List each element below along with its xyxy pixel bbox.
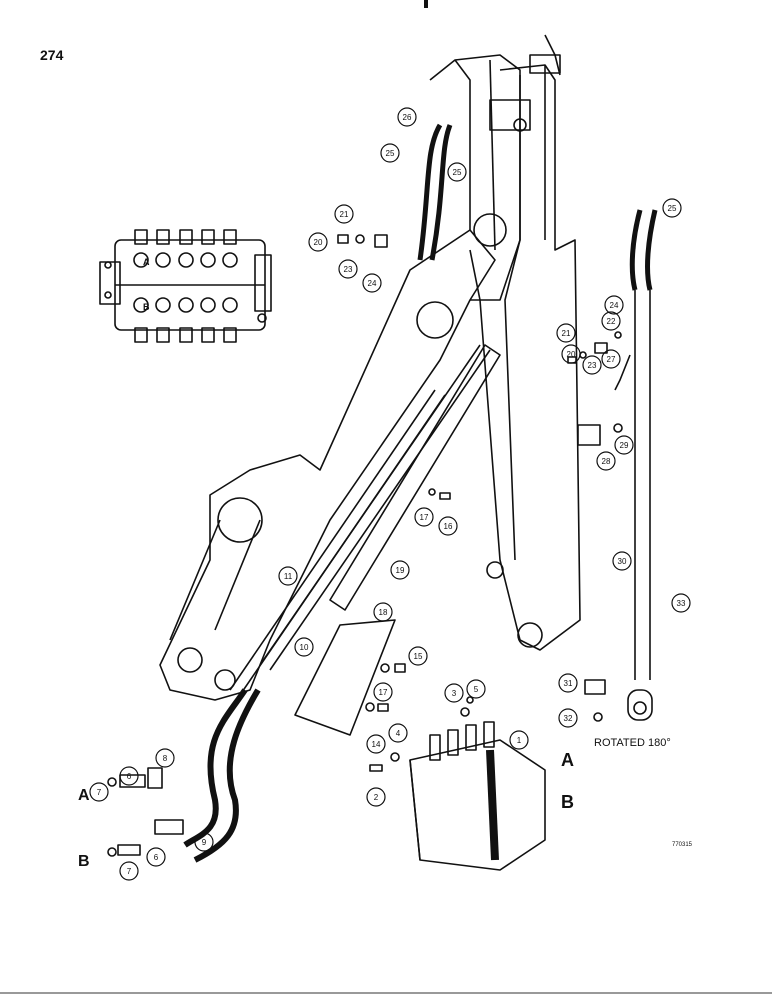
callout-19: 19 <box>396 566 405 575</box>
inset-label-b: B <box>143 302 150 312</box>
callout-numbers: 1 2 3 4 5 6 6 7 7 8 9 10 11 14 15 16 17 … <box>97 113 686 876</box>
callout-23b: 23 <box>588 361 597 370</box>
inset-label-a: A <box>143 257 150 267</box>
control-valve-main <box>409 721 546 871</box>
callout-31: 31 <box>564 679 573 688</box>
callout-6b: 6 <box>154 853 159 862</box>
callout-5: 5 <box>474 685 479 694</box>
callout-29: 29 <box>620 441 629 450</box>
left-label-a: A <box>78 787 90 804</box>
control-valve-inset <box>99 229 272 343</box>
callout-bubbles <box>89 107 691 881</box>
callout-30: 30 <box>618 557 627 566</box>
callout-21b: 21 <box>562 329 571 338</box>
callout-23a: 23 <box>344 265 353 274</box>
callout-18: 18 <box>379 608 388 617</box>
callout-25a: 25 <box>386 149 395 158</box>
callout-21a: 21 <box>340 210 349 219</box>
callout-14: 14 <box>372 740 381 749</box>
callout-28: 28 <box>602 457 611 466</box>
callout-2: 2 <box>374 793 379 802</box>
callout-27: 27 <box>607 355 616 364</box>
left-fittings <box>107 767 184 857</box>
callout-11: 11 <box>284 572 293 581</box>
boom-tubes <box>229 344 491 696</box>
boom-assembly <box>159 54 521 701</box>
callout-3: 3 <box>452 689 457 698</box>
callout-15: 15 <box>414 652 423 661</box>
port-letters: A B A B A B <box>78 257 574 870</box>
callout-8: 8 <box>163 754 168 763</box>
callout-26: 26 <box>403 113 412 122</box>
callout-17b: 17 <box>379 688 388 697</box>
callout-22: 22 <box>607 317 616 326</box>
callout-1: 1 <box>517 736 522 745</box>
callout-24a: 24 <box>368 279 377 288</box>
dipper-stick <box>469 34 581 651</box>
callout-9: 9 <box>202 838 207 847</box>
lower-hoses <box>183 688 261 863</box>
callout-25b: 25 <box>453 168 462 177</box>
callout-24b: 24 <box>610 301 619 310</box>
callout-17a: 17 <box>420 513 429 522</box>
top-mark <box>424 0 428 8</box>
valve-port-a: A <box>561 750 574 770</box>
tube-guards <box>294 344 501 736</box>
rotated-note: ROTATED 180° <box>594 737 671 749</box>
figure-code: 770315 <box>672 842 693 848</box>
callout-6a: 6 <box>127 772 132 781</box>
callout-10: 10 <box>300 643 309 652</box>
callout-33: 33 <box>677 599 686 608</box>
callout-7b: 7 <box>127 867 132 876</box>
callout-25c: 25 <box>668 204 677 213</box>
callout-20b: 20 <box>567 350 576 359</box>
valve-port-b: B <box>561 792 574 812</box>
page-number: 274 <box>40 47 64 63</box>
callout-20a: 20 <box>314 238 323 247</box>
callout-16: 16 <box>444 522 453 531</box>
left-label-b: B <box>78 853 90 870</box>
upper-hoses <box>417 123 453 261</box>
callout-32: 32 <box>564 714 573 723</box>
callout-7a: 7 <box>97 788 102 797</box>
callout-4: 4 <box>396 729 401 738</box>
stick-lines <box>577 209 658 722</box>
